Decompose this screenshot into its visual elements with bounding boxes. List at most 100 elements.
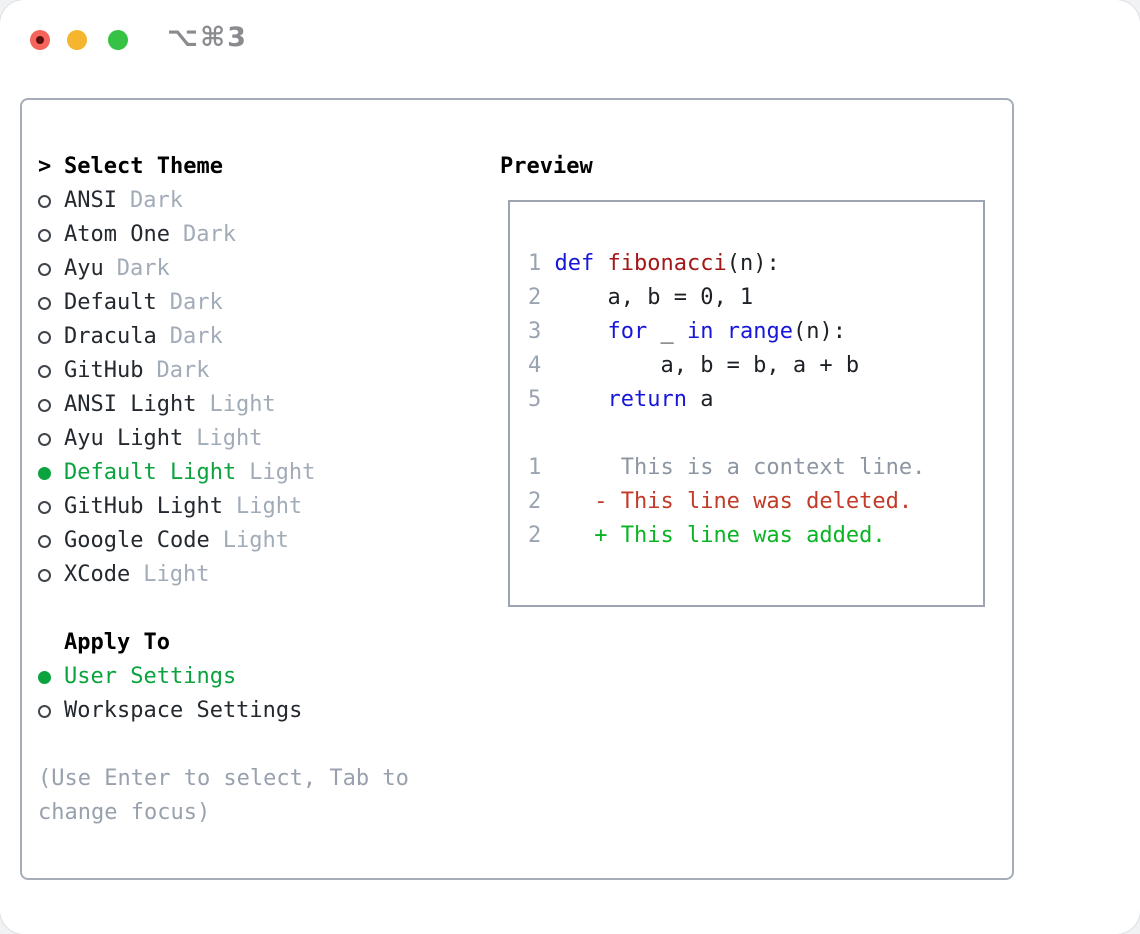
code-segment: (n): (792, 319, 846, 344)
code-segment: a, b = b, a + b (554, 353, 860, 378)
apply-option[interactable]: Workspace Settings (38, 694, 409, 728)
theme-item[interactable]: Default Dark (38, 286, 409, 320)
code-line: 4 a, b = b, a + b (528, 349, 983, 383)
code-segment: - This line was deleted. (594, 489, 913, 514)
code-line: 2 a, b = 0, 1 (528, 281, 983, 315)
window-title: ⌥⌘3 (167, 22, 248, 53)
radio-icon (38, 660, 64, 694)
theme-item[interactable]: ANSI Light Light (38, 388, 409, 422)
theme-item-name: Ayu (64, 256, 104, 281)
code-line: 1 def fibonacci(n): (528, 247, 983, 281)
code-segment: for (607, 319, 648, 344)
left-panel: > Select Theme ANSI Dark Atom One Dark A… (38, 150, 409, 830)
code-line: 2 + This line was added. (528, 519, 983, 553)
help-line: (Use Enter to select, Tab to (38, 766, 409, 791)
line-number: 2 (528, 523, 542, 548)
code-segment (555, 387, 608, 412)
radio-icon (38, 184, 64, 218)
radio-icon (38, 456, 64, 490)
line-number: 2 (528, 489, 542, 514)
theme-item[interactable]: ANSI Dark (38, 184, 409, 218)
code-line: 2 - This line was deleted. (528, 485, 983, 519)
theme-item-variant: Dark (156, 358, 210, 383)
theme-item-name: XCode (64, 562, 131, 587)
radio-icon (38, 524, 64, 558)
code-segment (713, 319, 726, 344)
theme-item[interactable]: Atom One Dark (38, 218, 409, 252)
theme-item-variant: Dark (169, 324, 223, 349)
radio-icon (38, 694, 64, 728)
code-segment: fibonacci (607, 251, 727, 276)
radio-icon (38, 388, 64, 422)
zoom-button[interactable] (108, 30, 128, 50)
theme-item-name: Default (64, 290, 157, 315)
code-segment: range (726, 319, 793, 344)
radio-icon (38, 490, 64, 524)
theme-item-name: Atom One (64, 222, 170, 247)
theme-item-name: GitHub Light (64, 494, 223, 519)
code-segment: def (554, 251, 595, 276)
line-number: 1 (528, 251, 555, 276)
theme-item[interactable]: Dracula Dark (38, 320, 409, 354)
radio-icon (38, 354, 64, 388)
select-theme-header: > Select Theme (38, 150, 409, 184)
theme-item[interactable]: Google Code Light (38, 524, 409, 558)
theme-item[interactable]: GitHub Light Light (38, 490, 409, 524)
theme-item[interactable]: Ayu Light Light (38, 422, 409, 456)
radio-icon (38, 422, 64, 456)
theme-item[interactable]: Ayu Dark (38, 252, 409, 286)
apply-to-title: Apply To (64, 630, 170, 655)
code-segment (555, 319, 608, 344)
line-number: 5 (528, 387, 555, 412)
line-number: 4 (528, 353, 555, 378)
theme-item-variant: Light (235, 494, 303, 519)
apply-to-header: Apply To (38, 626, 409, 660)
apply-option[interactable]: User Settings (38, 660, 409, 694)
theme-item-variant: Light (143, 562, 210, 587)
radio-icon (38, 218, 64, 252)
select-theme-title: Select Theme (64, 154, 223, 179)
code-segment: a (686, 387, 714, 412)
theme-item[interactable]: GitHub Dark (38, 354, 409, 388)
code-segment (541, 489, 594, 514)
line-number: 2 (528, 285, 555, 310)
help-text: (Use Enter to select, Tab to change focus… (38, 762, 409, 830)
theme-item-variant: Dark (129, 188, 183, 213)
close-button[interactable] (30, 30, 50, 50)
unsaved-indicator-icon (36, 36, 44, 44)
line-number: 3 (528, 319, 555, 344)
radio-icon (38, 558, 64, 592)
theme-item[interactable]: XCode Light (38, 558, 409, 592)
code-line: 3 for _ in range(n): (528, 315, 983, 349)
code-segment (541, 523, 594, 548)
code-segment (594, 251, 607, 276)
code-segment: return (607, 387, 687, 412)
code-line (528, 417, 983, 451)
code-segment: in (686, 319, 714, 344)
radio-icon (38, 320, 64, 354)
theme-item-variant: Dark (182, 222, 236, 247)
code-segment: a, b = 0, 1 (554, 285, 754, 310)
help-line: change focus) (38, 800, 211, 825)
code-segment: (n): (726, 251, 780, 276)
theme-item-variant: Light (249, 460, 316, 485)
apply-options-list: User Settings Workspace Settings (38, 660, 409, 728)
apply-option-name: Workspace Settings (64, 698, 303, 723)
minimize-button[interactable] (67, 30, 87, 50)
theme-item-name: ANSI (64, 188, 117, 213)
code-line: 5 return a (528, 383, 983, 417)
radio-icon (38, 286, 64, 320)
prompt-icon: > (38, 154, 52, 179)
theme-item-name: Google Code (64, 528, 210, 553)
apply-section: Apply To User Settings Workspace Setting… (38, 626, 409, 728)
code-line: 1 This is a context line. (528, 451, 983, 485)
theme-item-variant: Light (209, 392, 276, 417)
theme-item-name: ANSI Light (64, 392, 197, 417)
theme-item-variant: Dark (116, 256, 170, 281)
radio-icon (38, 252, 64, 286)
content-box (20, 98, 1014, 880)
theme-item[interactable]: Default Light Light (38, 456, 409, 490)
theme-item-variant: Light (222, 528, 289, 553)
